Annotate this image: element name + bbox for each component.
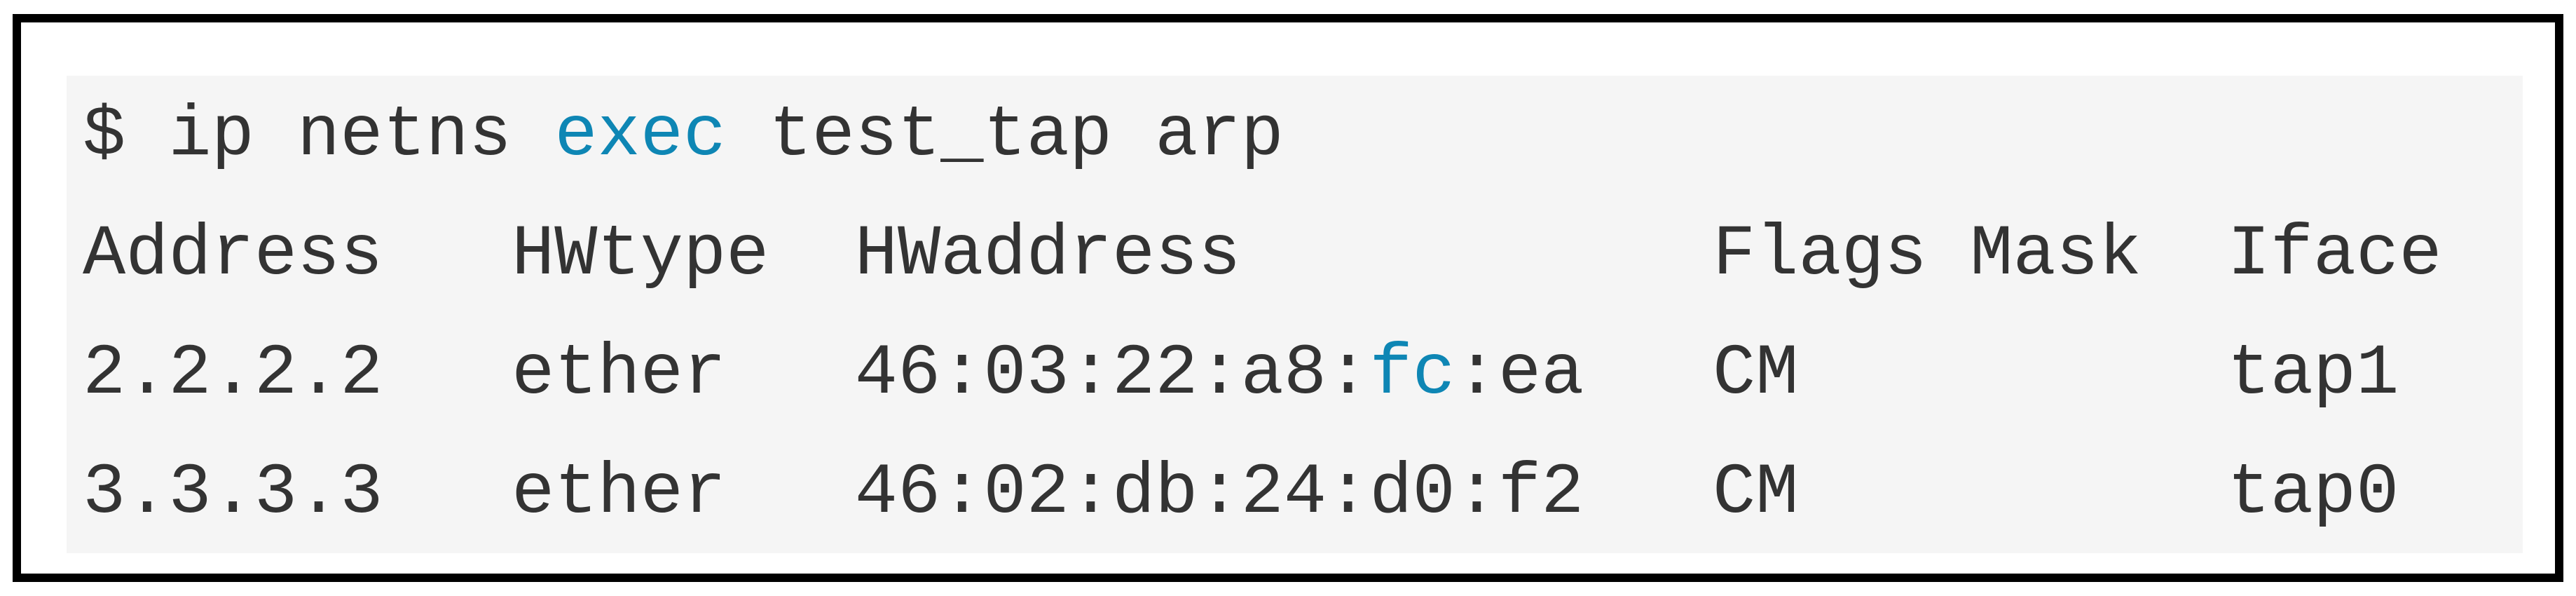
arp-table-row-2: 3.3.3.3 ether 46:02:db:24:d0:f2 CM tap0 bbox=[83, 452, 2399, 534]
arp-row-1-text-start: 2.2.2.2 ether 46:03:22:a8: bbox=[83, 333, 1370, 414]
terminal-frame: $ ip netns exec test_tap arp Address HWt… bbox=[13, 14, 2563, 582]
arp-row-1-text-end: :ea CM tap1 bbox=[1455, 333, 2399, 414]
command-line: $ ip netns exec test_tap arp bbox=[83, 76, 2507, 195]
command-arguments-text: test_tap arp bbox=[726, 95, 1284, 176]
shell-prompt-command-text: $ ip netns bbox=[83, 95, 555, 176]
highlighted-keyword-exec: exec bbox=[554, 95, 727, 176]
highlighted-mac-segment-fc: fc bbox=[1369, 333, 1455, 414]
arp-table-header-line: Address HWtype HWaddress Flags Mask Ifac… bbox=[83, 214, 2442, 295]
terminal-output-block: $ ip netns exec test_tap arp Address HWt… bbox=[67, 76, 2523, 553]
arp-table-row-1: 2.2.2.2 ether 46:03:22:a8:fc:ea CM tap1 bbox=[83, 314, 2507, 433]
